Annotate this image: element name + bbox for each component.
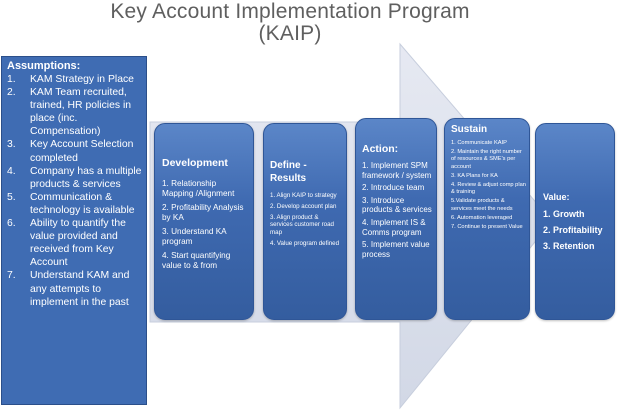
list-item: 2. KAM Team recruited, trained, HR polici…	[7, 86, 142, 138]
item-text: Understand KAM and any attempts to imple…	[30, 270, 130, 308]
list-item: 6. Ability to quantify the value provided…	[7, 217, 142, 269]
item-number: 1.	[7, 74, 16, 85]
sustain-item: 5.Validate products & services meet the …	[451, 198, 513, 212]
item-text: Communication & technology is available	[30, 191, 135, 216]
assumptions-heading: Assumptions:	[7, 60, 81, 72]
action-item: 4. Implement IS & Comms program	[362, 217, 426, 237]
item-text: KAM Strategy in Place	[30, 74, 134, 85]
list-item: 3. Key Account Selection completed	[7, 138, 142, 164]
sustain-item: 3. KA Plans for KA	[451, 172, 498, 179]
sustain-item: 4. Review & adjust comp plan & training	[451, 182, 526, 196]
item-number: 7.	[7, 270, 16, 282]
action-item: 3. Introduce products & services	[362, 195, 432, 215]
development-heading: Development	[162, 157, 228, 169]
define-item: 3. Align product & services customer roa…	[270, 213, 334, 237]
sustain-item: 1. Communicate KAIP	[451, 140, 507, 146]
define-results-box: Define - Results 1. Align KAIP to strate…	[263, 123, 347, 320]
define-item: 1. Align KAIP to strategy	[270, 192, 337, 199]
value-heading: Value:	[543, 192, 570, 202]
page-title: Key Account Implementation Program	[110, 0, 470, 23]
item-number: 3.	[7, 139, 16, 151]
list-item: 4. Company has a multiple products & serv…	[7, 165, 142, 191]
item-text: Ability to quantify the value provided a…	[30, 218, 126, 269]
list-item: 5. Communication & technology is availabl…	[7, 191, 142, 217]
sustain-box: Sustain 1. Communicate KAIP 2. Maintain …	[444, 118, 530, 320]
page-subtitle: (KAIP)	[258, 22, 322, 45]
action-item: 2. Introduce team	[362, 183, 425, 193]
action-item: 1. Implement SPM framework / system	[362, 161, 432, 180]
item-number: 4.	[7, 165, 16, 177]
item-number: 2.	[7, 87, 16, 99]
sustain-item: 2. Maintain the right number of resource…	[451, 149, 522, 170]
development-box: Development 1. Relationship Mapping /Ali…	[154, 123, 254, 320]
development-item: 1. Relationship Mapping /Alignment	[162, 179, 235, 198]
sustain-item: 7. Continue to present Value	[451, 224, 523, 231]
item-text: Company has a multiple products & servic…	[30, 165, 142, 190]
value-item: 1. Growth	[543, 209, 585, 219]
define-item: 2. Develop account plan	[270, 202, 337, 210]
value-item: 3. Retention	[543, 241, 595, 251]
assumptions-list: 1. KAM Strategy in Place 2. KAM Team recru…	[7, 73, 142, 309]
action-item: 5. Implement value process	[362, 240, 430, 259]
development-item: 2. Profitability Analysis by KA	[162, 203, 244, 222]
item-text: KAM Team recruited, trained, HR policies…	[30, 87, 132, 138]
value-box: Value: 1. Growth 2. Profitability 3. Ret…	[535, 123, 615, 320]
sustain-heading: Sustain	[451, 124, 488, 135]
item-number: 5.	[7, 191, 16, 203]
value-item: 2. Profitability	[543, 225, 603, 235]
item-text: Key Account Selection completed	[30, 139, 134, 164]
development-item: 4. Start quantifying value to & from	[162, 251, 231, 270]
list-item: 1. KAM Strategy in Place	[7, 73, 142, 86]
sustain-item: 6. Automation leveraged	[451, 214, 513, 221]
define-results-heading: Define - Results	[270, 160, 307, 184]
list-item: 7. Understand KAM and any attempts to imp…	[7, 269, 142, 308]
assumptions-panel: Assumptions: 1. KAM Strategy in Place 2. K…	[1, 56, 147, 405]
action-heading: Action:	[362, 143, 399, 155]
action-box: Action: 1. Implement SPM framework / sys…	[355, 118, 437, 320]
item-number: 6.	[7, 218, 16, 230]
define-item: 4. Value program defined	[270, 239, 340, 247]
development-item: 3. Understand KA program	[162, 227, 227, 246]
